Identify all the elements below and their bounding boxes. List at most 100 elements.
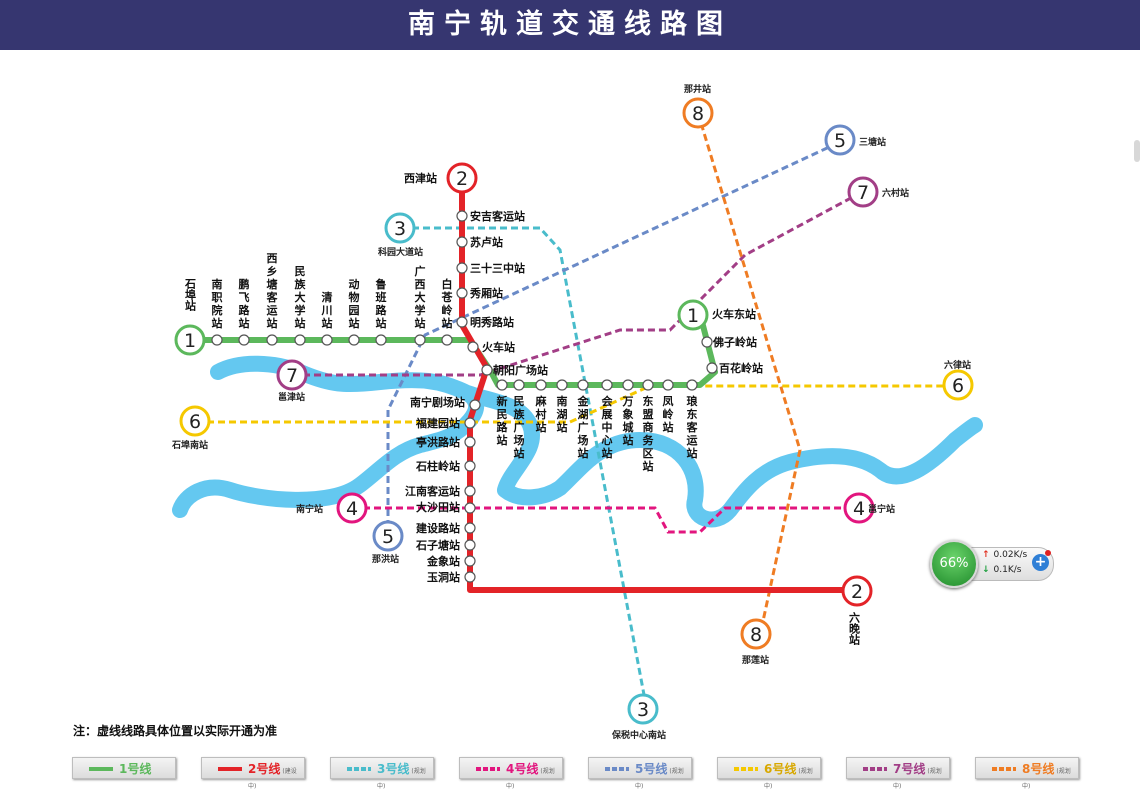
svg-text:百花岭站: 百花岭站 bbox=[719, 361, 763, 375]
svg-text:3: 3 bbox=[394, 218, 406, 240]
svg-text:建设路站: 建设路站 bbox=[416, 521, 460, 535]
station-label: 动物园站 bbox=[349, 277, 360, 330]
svg-text:苏卢站: 苏卢站 bbox=[470, 235, 503, 249]
svg-text:六村站: 六村站 bbox=[882, 187, 909, 199]
station-label: 白苍岭站 bbox=[441, 277, 454, 330]
svg-text:4: 4 bbox=[346, 498, 358, 520]
svg-text:6: 6 bbox=[189, 411, 201, 433]
line3-path bbox=[412, 226, 647, 701]
svg-text:8: 8 bbox=[692, 103, 704, 125]
svg-text:2: 2 bbox=[456, 168, 468, 190]
network-speed-widget[interactable]: 66% ↑0.02K/s ↓0.1K/s + bbox=[930, 540, 1056, 588]
svg-text:邕津站: 邕津站 bbox=[278, 391, 305, 403]
svg-text:福建园站: 福建园站 bbox=[415, 416, 460, 430]
svg-text:江南客运站: 江南客运站 bbox=[405, 484, 460, 498]
svg-text:那井站: 那井站 bbox=[684, 83, 711, 95]
svg-text:石子塘站: 石子塘站 bbox=[415, 538, 460, 552]
legend-line1[interactable]: 1号线 bbox=[72, 757, 176, 779]
scrollbar[interactable] bbox=[1134, 140, 1140, 162]
station-label: 新民路站 bbox=[497, 394, 509, 447]
svg-text:科园大道站: 科园大道站 bbox=[378, 246, 423, 258]
line6-terminal-west bbox=[179, 405, 211, 437]
line6-path bbox=[196, 384, 955, 424]
svg-text:南宁剧场站: 南宁剧场站 bbox=[410, 395, 465, 409]
legend-label: 8号线(规划中) bbox=[1022, 762, 1071, 790]
legend-label: 6号线(规划中) bbox=[764, 762, 813, 790]
line8-terminal-north bbox=[682, 97, 714, 129]
line1-terminal-west bbox=[174, 324, 206, 356]
svg-text:保税中心南站: 保税中心南站 bbox=[611, 729, 666, 741]
arrow-up-icon: ↑ bbox=[982, 550, 990, 560]
line8-terminal-south bbox=[740, 618, 772, 650]
usage-gauge[interactable]: 66% bbox=[930, 540, 978, 588]
svg-text:5: 5 bbox=[834, 130, 846, 152]
svg-text:那莲站: 那莲站 bbox=[742, 654, 769, 666]
plus-icon[interactable]: + bbox=[1032, 554, 1049, 571]
svg-text:亭洪路站: 亭洪路站 bbox=[416, 435, 460, 449]
line4-path bbox=[352, 506, 860, 534]
header-bar bbox=[0, 0, 1140, 50]
station-label: 民族广场站 bbox=[514, 395, 526, 460]
station-label: 清川站 bbox=[321, 290, 333, 330]
legend-line5[interactable]: 5号线(规划中) bbox=[588, 757, 692, 790]
legend-label: 3号线(规划中) bbox=[377, 762, 426, 790]
svg-text:六律站: 六律站 bbox=[944, 359, 971, 371]
station-label: 鹏飞路站 bbox=[239, 277, 251, 330]
line1-terminal-east bbox=[677, 299, 709, 331]
line2-terminal-south bbox=[841, 575, 873, 607]
line5-terminal-north bbox=[824, 124, 856, 156]
svg-text:六晚站: 六晚站 bbox=[848, 611, 861, 646]
svg-text:安吉客运站: 安吉客运站 bbox=[470, 209, 525, 223]
svg-text:秀厢站: 秀厢站 bbox=[469, 286, 503, 300]
svg-text:4: 4 bbox=[853, 498, 865, 520]
line4-terminal-east bbox=[843, 492, 875, 524]
svg-text:明秀路站: 明秀路站 bbox=[470, 315, 514, 329]
station-label: 南湖站 bbox=[557, 394, 568, 434]
svg-text:大沙田站: 大沙田站 bbox=[416, 500, 460, 514]
legend: 1号线 2号线(建设中) 3号线(规划中) 4号线(规划中) 5号线(规划中) … bbox=[72, 757, 1082, 790]
station-label: 西乡塘客运站 bbox=[266, 252, 279, 330]
station-label: 会展中心站 bbox=[601, 394, 614, 460]
upload-speed: 0.02K/s bbox=[993, 550, 1028, 560]
page-title: 南宁轨道交通线路图 bbox=[408, 9, 732, 40]
line7-terminal-east bbox=[847, 176, 879, 208]
svg-text:火车东站: 火车东站 bbox=[712, 307, 756, 321]
legend-line2[interactable]: 2号线(建设中) bbox=[201, 757, 305, 790]
legend-label: 2号线(建设中) bbox=[248, 762, 297, 790]
station-label: 万象城站 bbox=[622, 395, 634, 447]
line3-terminal-south bbox=[627, 693, 659, 725]
legend-label: 5号线(规划中) bbox=[635, 762, 684, 790]
svg-text:7: 7 bbox=[857, 182, 869, 204]
svg-text:石埠南站: 石埠南站 bbox=[171, 439, 208, 451]
line7-terminal-west bbox=[276, 359, 308, 391]
svg-text:玉洞站: 玉洞站 bbox=[427, 570, 460, 584]
legend-line6[interactable]: 6号线(规划中) bbox=[717, 757, 821, 790]
svg-text:西津站: 西津站 bbox=[404, 171, 437, 185]
station-label: 民族大学站 bbox=[295, 265, 307, 330]
svg-text:石埠站: 石埠站 bbox=[184, 278, 198, 312]
line3-terminal-north bbox=[384, 212, 416, 244]
map-note: 注：虚线线路具体位置以实际开通为准 bbox=[73, 724, 278, 738]
legend-line4[interactable]: 4号线(规划中) bbox=[459, 757, 563, 790]
station-label: 琅东客运站 bbox=[686, 394, 699, 460]
line7-path bbox=[292, 190, 863, 377]
svg-text:朝阳广场站: 朝阳广场站 bbox=[493, 363, 548, 377]
svg-text:石柱岭站: 石柱岭站 bbox=[415, 459, 460, 473]
legend-label: 1号线 bbox=[119, 762, 152, 776]
legend-line7[interactable]: 7号线(规划中) bbox=[846, 757, 950, 790]
svg-text:1: 1 bbox=[184, 330, 196, 352]
svg-text:南宁站: 南宁站 bbox=[296, 503, 323, 515]
notification-dot bbox=[1045, 550, 1051, 556]
line5-path bbox=[386, 140, 841, 538]
svg-text:佛子岭站: 佛子岭站 bbox=[712, 335, 757, 349]
legend-line3[interactable]: 3号线(规划中) bbox=[330, 757, 434, 790]
legend-line8[interactable]: 8号线(规划中) bbox=[975, 757, 1079, 790]
station-label: 南职院站 bbox=[212, 277, 223, 330]
legend-label: 4号线(规划中) bbox=[506, 762, 555, 790]
station-label: 凤岭站 bbox=[663, 395, 674, 434]
svg-text:那洪站: 那洪站 bbox=[372, 553, 399, 565]
svg-text:5: 5 bbox=[382, 526, 394, 548]
line5-terminal-south bbox=[372, 520, 404, 552]
metro-map: 1 1 2 2 3 3 4 4 5 5 6 6 7 7 8 8 邕宁站 南宁站 … bbox=[171, 83, 983, 741]
svg-text:三塘站: 三塘站 bbox=[859, 136, 886, 148]
